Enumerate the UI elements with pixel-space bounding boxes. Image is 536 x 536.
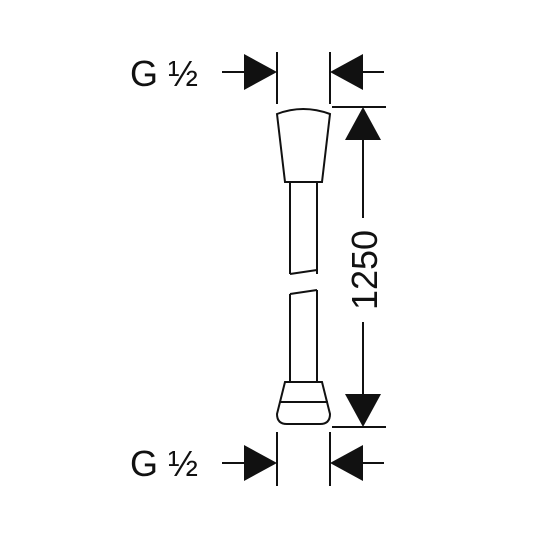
bottom-nut bbox=[275, 381, 332, 425]
arrow-right-top bbox=[244, 54, 277, 90]
arrow-right-bottom bbox=[244, 445, 277, 481]
arrow-left-top bbox=[330, 54, 363, 90]
arrow-up bbox=[345, 107, 381, 140]
hose bbox=[275, 108, 332, 425]
break-line-lower bbox=[289, 289, 318, 295]
break-line-upper bbox=[289, 269, 318, 275]
top-nut bbox=[275, 108, 332, 183]
length-dimension bbox=[332, 106, 386, 428]
length-label: 1250 bbox=[344, 230, 385, 310]
thread-label-bottom: G ½ bbox=[130, 443, 198, 484]
thread-label-top: G ½ bbox=[130, 53, 198, 94]
bottom-width-dimension bbox=[222, 432, 384, 486]
arrow-left-bottom bbox=[330, 445, 363, 481]
arrow-down bbox=[345, 394, 381, 427]
top-width-dimension bbox=[222, 52, 384, 104]
